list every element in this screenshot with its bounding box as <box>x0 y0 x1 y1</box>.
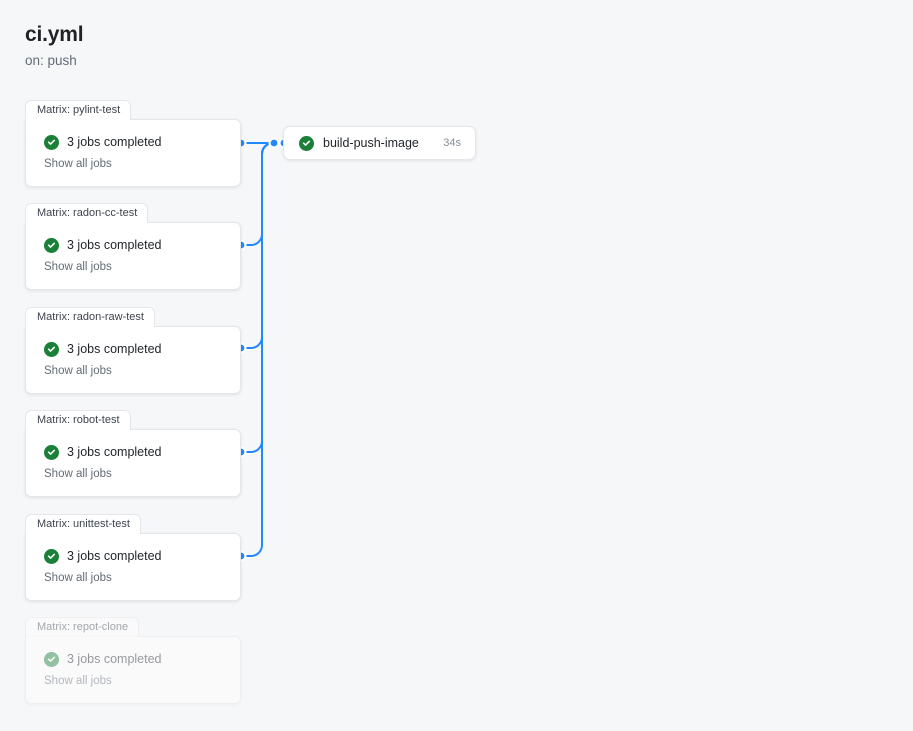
matrix-node-tab: Matrix: unittest-test <box>25 514 141 534</box>
matrix-node-status-label: 3 jobs completed <box>67 549 162 563</box>
matrix-node-tab: Matrix: repot-clone <box>25 617 140 637</box>
show-all-jobs-link[interactable]: Show all jobs <box>44 365 112 377</box>
show-all-jobs-link[interactable]: Show all jobs <box>44 261 112 273</box>
edge-target-dot <box>270 139 278 147</box>
check-circle-fill-icon <box>44 444 59 460</box>
job-duration: 34s <box>443 137 461 149</box>
matrix-node-status: 3 jobs completed <box>44 341 240 357</box>
workflow-trigger: on: push <box>25 53 77 68</box>
check-circle-fill-icon <box>44 134 59 150</box>
job-node-build-push-image[interactable]: build-push-image 34s <box>283 126 476 160</box>
workflow-header: ci.yml on: push <box>25 22 84 71</box>
check-circle-fill-icon <box>44 548 59 564</box>
check-circle-fill-icon <box>44 237 59 253</box>
matrix-node-status-label: 3 jobs completed <box>67 652 162 666</box>
page-title: ci.yml <box>25 23 84 46</box>
matrix-node-status-label: 3 jobs completed <box>67 445 162 459</box>
job-node-label: build-push-image <box>323 136 419 150</box>
check-circle-fill-icon <box>44 651 59 667</box>
matrix-node-tab: Matrix: robot-test <box>25 410 131 430</box>
matrix-node-tab: Matrix: pylint-test <box>25 100 132 120</box>
matrix-node-status: 3 jobs completed <box>44 444 240 460</box>
show-all-jobs-link[interactable]: Show all jobs <box>44 675 112 687</box>
show-all-jobs-link[interactable]: Show all jobs <box>44 468 112 480</box>
matrix-node-status-label: 3 jobs completed <box>67 135 162 149</box>
matrix-node-status: 3 jobs completed <box>44 548 240 564</box>
show-all-jobs-link[interactable]: Show all jobs <box>44 572 112 584</box>
matrix-node-status: 3 jobs completed <box>44 237 240 253</box>
matrix-node-status-label: 3 jobs completed <box>67 342 162 356</box>
check-circle-fill-icon <box>299 135 314 151</box>
check-circle-fill-icon <box>44 341 59 357</box>
matrix-node-status: 3 jobs completed <box>44 651 240 667</box>
matrix-node-status-label: 3 jobs completed <box>67 238 162 252</box>
matrix-node-tab: Matrix: radon-cc-test <box>25 203 149 223</box>
matrix-node-status: 3 jobs completed <box>44 134 240 150</box>
show-all-jobs-link[interactable]: Show all jobs <box>44 158 112 170</box>
matrix-node-tab: Matrix: radon-raw-test <box>25 307 155 327</box>
